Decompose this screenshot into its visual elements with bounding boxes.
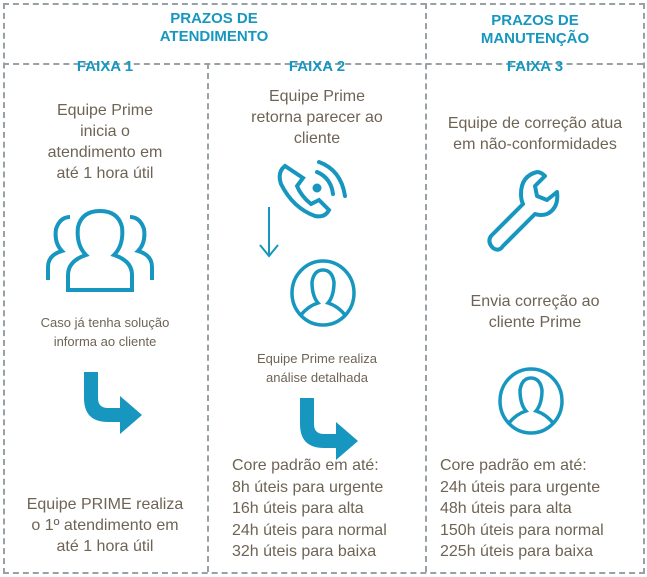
faixa1-note: Caso já tenha solução informa ao cliente [3, 313, 207, 351]
faixa3-title: FAIXA 3 [506, 58, 564, 75]
team-icon [46, 208, 154, 292]
column-divider-3 [425, 3, 427, 572]
list-item: 32h úteis para baixa [232, 543, 377, 560]
text-line: cliente [293, 130, 341, 147]
text-line: Equipe Prime [268, 88, 366, 105]
text-line: Equipe de correção atua [447, 115, 623, 132]
list-item: 225h úteis para baixa [440, 543, 593, 560]
faixa2-text: Equipe Prime retorna parecer ao cliente [209, 86, 425, 149]
list-item: Core padrão em até: [440, 457, 587, 474]
faixa1-text: Equipe Prime inicia o atendimento em até 1 … [3, 100, 207, 184]
faixa2-note: Equipe Prime realiza análise detalhada [209, 349, 425, 387]
list-item: 16h úteis para alta [232, 500, 364, 517]
header-divider [3, 63, 643, 65]
faixa2-title: FAIXA 2 [288, 58, 346, 75]
text-line: cliente Prime [488, 314, 582, 331]
text-line: o 1º atendimento em [31, 517, 179, 534]
user-avatar-icon [290, 259, 356, 327]
faixa1-title: FAIXA 1 [76, 58, 134, 75]
text-line: atendimento em [47, 144, 163, 161]
list-item: Core padrão em até: [232, 457, 379, 474]
text-line: Equipe Prime realiza [257, 351, 377, 366]
list-item: 48h úteis para alta [440, 500, 572, 517]
phone-icon [277, 160, 347, 219]
down-arrow-icon [259, 207, 279, 258]
list-item: 24h úteis para normal [232, 521, 387, 539]
text-line: inicia o [80, 123, 130, 140]
bent-arrow-icon [84, 372, 142, 434]
user-avatar-icon [498, 367, 564, 435]
faixa1-bottom: Equipe PRIME realiza o 1º atendimento em a… [3, 494, 207, 557]
column-divider-2 [207, 63, 209, 572]
text-line: Caso já tenha solução [40, 315, 170, 330]
faixa2-list: Core padrão em até: 8h úteis para urgente… [232, 455, 387, 563]
text-line: informa ao cliente [53, 334, 157, 349]
wrench-icon [487, 170, 560, 252]
text-line: até 1 hora útil [56, 165, 154, 182]
faixa3-text: Equipe de correção atua em não-conformida… [427, 113, 643, 155]
text-line: Equipe PRIME realiza [26, 496, 184, 513]
header-line: ATENDIMENTO [159, 28, 269, 45]
list-item: 24h úteis para urgente [440, 478, 601, 496]
text-line: Equipe Prime [56, 102, 154, 119]
faixa3-middle: Envia correção ao cliente Prime [427, 291, 643, 333]
header-line: MANUTENÇÃO [480, 30, 590, 47]
header-line: PRAZOS DE [170, 10, 258, 27]
faixa3-list: Core padrão em até: 24h úteis para urgent… [440, 455, 604, 563]
header-line: PRAZOS DE [491, 12, 579, 29]
text-line: até 1 hora útil [56, 538, 154, 555]
bent-arrow-icon [300, 398, 358, 460]
list-item: 8h úteis para urgente [232, 478, 384, 496]
text-line: retorna parecer ao [251, 109, 383, 126]
text-line: Envia correção ao [470, 293, 600, 310]
outer-border [3, 3, 645, 574]
text-line: em não-conformidades [453, 136, 617, 153]
text-line: análise detalhada [266, 370, 368, 385]
list-item: 150h úteis para normal [440, 521, 604, 539]
